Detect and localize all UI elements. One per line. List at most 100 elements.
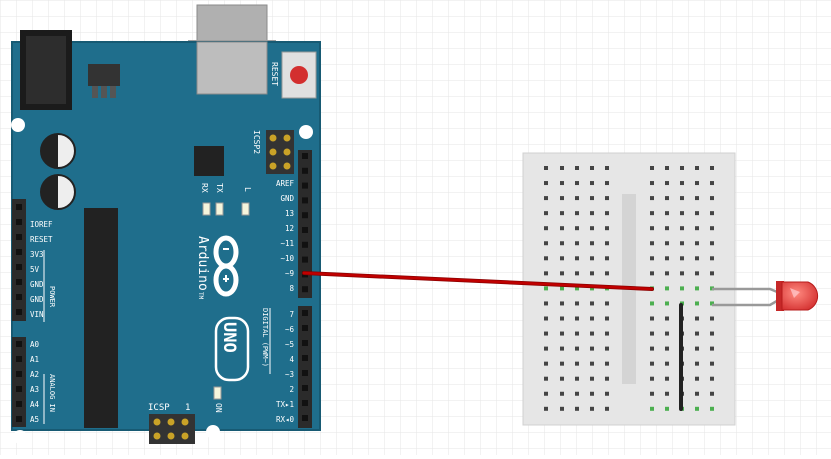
breadboard-hole[interactable] (560, 226, 564, 231)
breadboard-hole[interactable] (695, 211, 699, 216)
breadboard-hole[interactable] (605, 226, 609, 231)
breadboard-hole[interactable] (665, 376, 669, 381)
digital-header-pin[interactable] (302, 212, 308, 219)
digital-header-pin[interactable] (302, 400, 308, 406)
digital-header-pin[interactable] (302, 241, 308, 248)
breadboard-hole[interactable] (695, 286, 699, 291)
breadboard-hole[interactable] (544, 301, 548, 306)
breadboard-hole[interactable] (710, 256, 714, 261)
power-header-pin[interactable] (16, 234, 22, 240)
breadboard-hole[interactable] (710, 346, 714, 351)
breadboard-hole[interactable] (575, 376, 579, 381)
breadboard-hole[interactable] (710, 316, 714, 321)
breadboard-hole[interactable] (575, 226, 579, 231)
breadboard-hole[interactable] (590, 316, 594, 321)
breadboard-hole[interactable] (710, 376, 714, 381)
breadboard-hole[interactable] (575, 256, 579, 261)
breadboard-hole[interactable] (650, 406, 654, 411)
breadboard-hole[interactable] (575, 391, 579, 396)
breadboard-hole[interactable] (665, 346, 669, 351)
breadboard-hole[interactable] (680, 286, 684, 291)
breadboard-hole[interactable] (590, 361, 594, 366)
breadboard-hole[interactable] (695, 316, 699, 321)
digital-header-pin[interactable] (302, 355, 308, 361)
digital-header-pin[interactable] (302, 385, 308, 391)
breadboard-hole[interactable] (695, 391, 699, 396)
breadboard-hole[interactable] (544, 406, 548, 411)
breadboard-hole[interactable] (590, 376, 594, 381)
breadboard-hole[interactable] (680, 226, 684, 231)
breadboard-hole[interactable] (544, 196, 548, 201)
breadboard-hole[interactable] (575, 286, 579, 291)
breadboard-hole[interactable] (650, 391, 654, 396)
breadboard-hole[interactable] (710, 406, 714, 411)
breadboard-hole[interactable] (665, 226, 669, 231)
breadboard-hole[interactable] (590, 181, 594, 186)
breadboard-hole[interactable] (665, 361, 669, 366)
breadboard-hole[interactable] (590, 166, 594, 170)
breadboard-hole[interactable] (575, 211, 579, 216)
breadboard-hole[interactable] (590, 211, 594, 216)
analog-header-pin[interactable] (16, 416, 22, 422)
breadboard-hole[interactable] (680, 181, 684, 186)
breadboard-hole[interactable] (544, 331, 548, 336)
breadboard-hole[interactable] (544, 286, 548, 291)
breadboard-hole[interactable] (575, 166, 579, 170)
digital-header-pin[interactable] (302, 197, 308, 204)
breadboard-hole[interactable] (575, 196, 579, 201)
breadboard-hole[interactable] (695, 226, 699, 231)
breadboard-hole[interactable] (650, 361, 654, 366)
breadboard-hole[interactable] (605, 166, 609, 170)
breadboard-hole[interactable] (560, 286, 564, 291)
breadboard-hole[interactable] (590, 271, 594, 276)
breadboard-hole[interactable] (544, 256, 548, 261)
breadboard-hole[interactable] (575, 331, 579, 336)
breadboard-hole[interactable] (544, 271, 548, 276)
breadboard-hole[interactable] (710, 301, 714, 306)
breadboard-hole[interactable] (560, 316, 564, 321)
breadboard-hole[interactable] (560, 196, 564, 201)
breadboard-hole[interactable] (665, 316, 669, 321)
breadboard-hole[interactable] (695, 406, 699, 411)
breadboard-hole[interactable] (680, 211, 684, 216)
analog-header-pin[interactable] (16, 356, 22, 362)
breadboard-hole[interactable] (575, 406, 579, 411)
digital-header-pin[interactable] (302, 370, 308, 376)
breadboard-hole[interactable] (665, 256, 669, 261)
digital-header-pin[interactable] (302, 415, 308, 421)
breadboard-hole[interactable] (665, 241, 669, 246)
breadboard-hole[interactable] (590, 256, 594, 261)
breadboard-hole[interactable] (695, 346, 699, 351)
breadboard-hole[interactable] (680, 271, 684, 276)
breadboard-hole[interactable] (590, 346, 594, 351)
breadboard-hole[interactable] (710, 166, 714, 170)
breadboard-hole[interactable] (650, 316, 654, 321)
digital-header-pin[interactable] (302, 167, 308, 174)
power-header-pin[interactable] (16, 309, 22, 315)
breadboard-hole[interactable] (575, 361, 579, 366)
breadboard-hole[interactable] (695, 361, 699, 366)
breadboard-hole[interactable] (710, 181, 714, 186)
breadboard-hole[interactable] (710, 196, 714, 201)
breadboard-hole[interactable] (590, 391, 594, 396)
breadboard-hole[interactable] (575, 271, 579, 276)
breadboard-hole[interactable] (605, 346, 609, 351)
breadboard-hole[interactable] (665, 181, 669, 186)
power-header-pin[interactable] (16, 204, 22, 210)
breadboard-hole[interactable] (710, 211, 714, 216)
breadboard-hole[interactable] (560, 331, 564, 336)
breadboard-hole[interactable] (590, 241, 594, 246)
breadboard-hole[interactable] (650, 301, 654, 306)
breadboard-hole[interactable] (650, 241, 654, 246)
power-header-pin[interactable] (16, 294, 22, 300)
breadboard-hole[interactable] (695, 376, 699, 381)
breadboard-hole[interactable] (650, 346, 654, 351)
breadboard-hole[interactable] (695, 181, 699, 186)
breadboard-hole[interactable] (695, 271, 699, 276)
breadboard-hole[interactable] (560, 376, 564, 381)
breadboard-hole[interactable] (605, 241, 609, 246)
breadboard-hole[interactable] (605, 331, 609, 336)
breadboard-hole[interactable] (710, 331, 714, 336)
breadboard-hole[interactable] (680, 241, 684, 246)
breadboard-hole[interactable] (544, 361, 548, 366)
